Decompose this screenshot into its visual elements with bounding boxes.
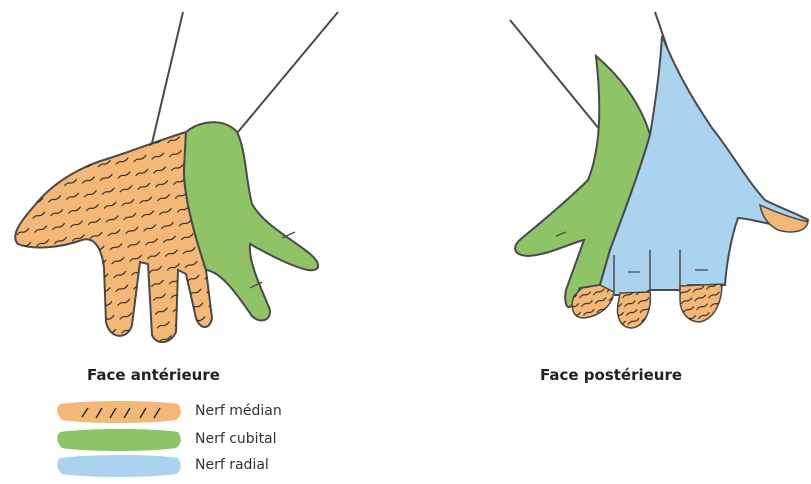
anterior-caption: Face antérieure	[87, 366, 220, 384]
legend-swatch-radial	[57, 455, 181, 477]
legend-swatch-cubital	[57, 429, 181, 451]
legend-label-radial: Nerf radial	[195, 457, 269, 473]
posterior-hand	[510, 12, 808, 328]
posterior-forearm-left-line	[510, 20, 600, 130]
anterior-hand	[15, 12, 338, 342]
anterior-forearm-right-line	[238, 12, 338, 132]
posterior-caption: Face postérieure	[540, 366, 682, 384]
posterior-finger-tip-2-hatch	[618, 292, 651, 328]
legend-label-cubital: Nerf cubital	[195, 431, 277, 447]
legend-label-median: Nerf médian	[195, 403, 282, 419]
posterior-finger-tip-3-hatch	[680, 284, 722, 322]
anterior-median-hatching	[15, 132, 212, 342]
legend-swatches	[57, 401, 181, 477]
legend-swatch-median	[57, 401, 181, 423]
